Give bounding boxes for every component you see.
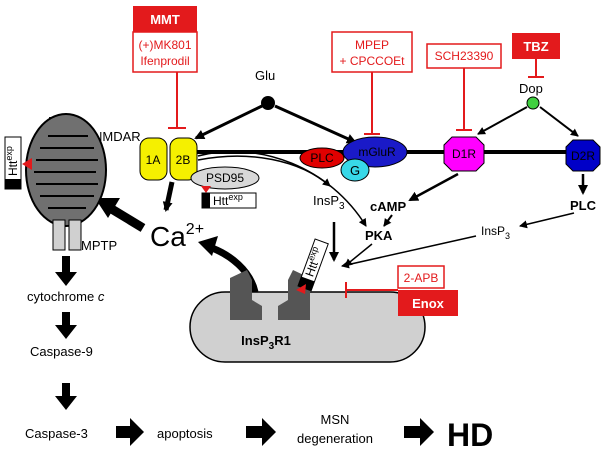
camp-label: cAMP	[370, 199, 406, 214]
receptor-htt-marker-triangle	[296, 284, 306, 294]
msn-to-hd-arrow	[404, 418, 434, 446]
dop-to-d1r-arrow	[477, 106, 528, 135]
insp3r1-left-half	[230, 270, 262, 320]
d1r-label: D1R	[452, 147, 476, 161]
mglur-label: mGluR	[358, 145, 396, 159]
d1r-to-camp-arrow	[408, 172, 459, 202]
calcium-to-mito-arrow	[107, 204, 146, 232]
dop-label: Dop	[519, 81, 543, 96]
mito-cristae	[34, 135, 98, 209]
insp3-right-to-receptor-arrow	[341, 235, 477, 269]
calcium-label: Ca2+	[150, 221, 204, 252]
svg-text:Httexp: Httexp	[301, 245, 326, 279]
casp3-to-apoptosis-arrow	[116, 418, 144, 446]
insp3-center-label: InsP3	[313, 193, 345, 212]
caspase3-label: Caspase-3	[25, 426, 88, 441]
glu-label: Glu	[255, 68, 275, 83]
plc-right-label: PLC	[570, 198, 597, 213]
mptp-right-bar	[68, 219, 82, 251]
sch-label: SCH23390	[435, 49, 494, 63]
psd95-htt-black-tag	[202, 193, 210, 208]
msn-label-line1: MSN	[321, 412, 350, 427]
nmdar-subunit-2b	[169, 137, 198, 181]
enox-label: Enox	[412, 296, 445, 311]
dop-to-d2r-arrow	[539, 106, 579, 137]
mmt-title-box	[133, 6, 197, 32]
mmt-title: MMT	[150, 12, 180, 27]
receptor-htt-tag: Httexp	[297, 238, 329, 292]
insp3-right-label: InsP3	[481, 224, 510, 241]
pka-to-receptor-arrow	[344, 243, 373, 267]
receptor-to-calcium-arrowhead	[198, 236, 218, 256]
msn-label-line2: degeneration	[297, 431, 373, 446]
mito-outer	[25, 113, 107, 227]
g-protein-label: G	[350, 163, 360, 178]
glu-to-mglur-arrow	[274, 104, 357, 144]
apoptosis-label: apoptosis	[157, 426, 213, 441]
g-protein-ellipse	[340, 158, 370, 182]
nmdar-subunit-1a	[139, 137, 168, 181]
psd95-htt-marker-triangle	[201, 186, 211, 193]
enox-box	[398, 290, 458, 316]
sch-box	[426, 43, 502, 69]
mpep-line2: + CPCCOEt	[339, 54, 405, 68]
mmt-drug-line1: (+)MK801	[138, 38, 191, 52]
mito-htt-marker-triangle	[22, 158, 32, 170]
insp3r1-label: InsP3R1	[241, 333, 291, 352]
calcium-to-mito-arrowhead	[95, 198, 120, 218]
mptp-left-bar	[52, 219, 66, 251]
nmdar-subunit-2b-label: 2B	[176, 153, 191, 167]
hd-label: HD	[447, 417, 493, 453]
nmdar-label: NMDAR	[93, 129, 141, 144]
plc-to-insp3-right-arrow	[519, 212, 575, 229]
d2r-label: D2R	[571, 149, 595, 163]
nmdar-to-calcium-arrow	[162, 181, 175, 212]
nmdar-subunit-1a-label: 1A	[146, 153, 161, 167]
psd95-ellipse	[190, 166, 260, 190]
mmt-drug-box	[132, 31, 198, 73]
psd95-htt-label: Httexp	[213, 192, 243, 208]
mptp-label: MPTP	[81, 238, 117, 253]
plc-ellipse	[299, 147, 345, 169]
apb-label: 2-APB	[404, 271, 439, 285]
dop-dot	[526, 96, 540, 110]
d2r-shape	[565, 139, 601, 172]
tbz-box	[512, 33, 560, 59]
apoptosis-to-msn-arrow	[246, 418, 276, 446]
mpep-box	[331, 31, 413, 73]
mito-to-cytochrome-arrowhead	[55, 272, 77, 286]
apb-box	[397, 265, 445, 289]
glu-to-nmdar-arrow	[194, 104, 263, 140]
svg-text:Httexp: Httexp	[4, 146, 20, 176]
cytochrome-to-casp9-arrowhead	[55, 325, 77, 339]
tbz-label: TBZ	[523, 39, 548, 54]
mito-htt-tag: Httexp	[4, 136, 22, 190]
cytochrome-label: cytochrome c	[27, 289, 105, 304]
mmt-drug-line2: Ifenprodil	[140, 54, 189, 68]
casp9-to-casp3-arrowhead	[55, 396, 77, 410]
receptor-to-calcium-arrow	[210, 244, 259, 293]
pka-label: PKA	[365, 228, 393, 243]
caspase9-label: Caspase-9	[30, 344, 93, 359]
mpep-line1: MPEP	[355, 38, 389, 52]
d1r-shape	[443, 136, 485, 172]
nmdar-to-pka-curve	[197, 150, 367, 227]
plc-label: PLC	[310, 151, 334, 165]
psd95-label: PSD95	[206, 171, 244, 185]
glu-dot	[261, 96, 275, 110]
camp-to-pka-arrow	[383, 214, 393, 227]
